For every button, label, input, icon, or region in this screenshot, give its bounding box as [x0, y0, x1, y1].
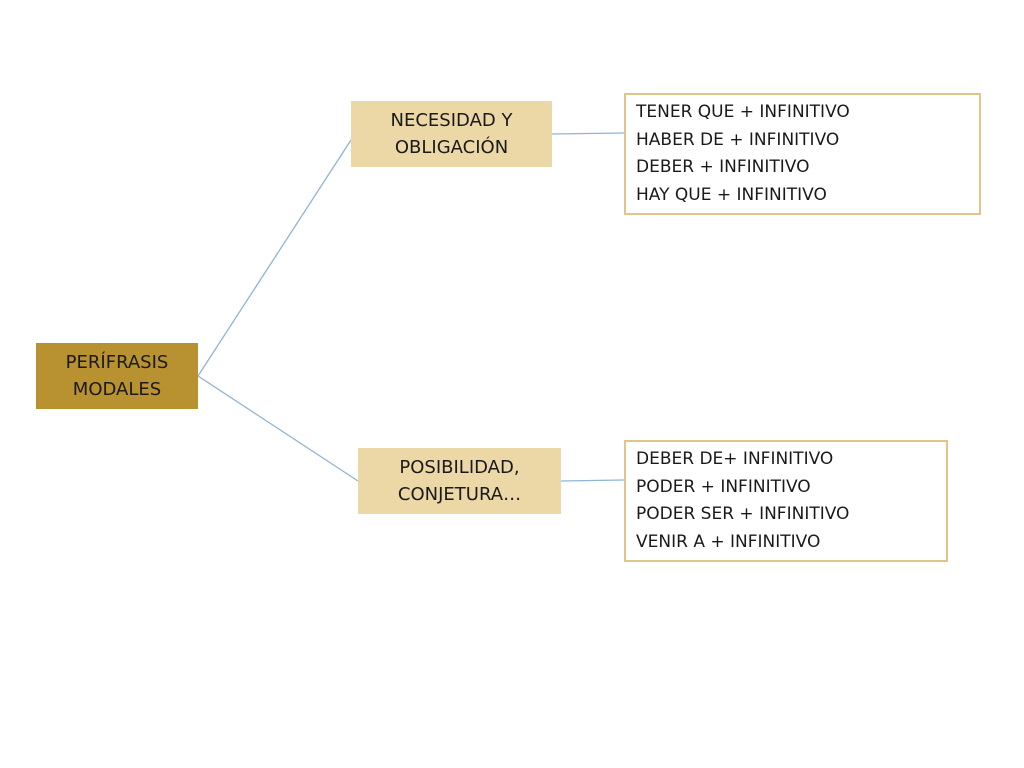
root-node-line-1: PERÍFRASIS — [65, 352, 169, 373]
list-item: HAY QUE + INFINITIVO — [636, 184, 827, 205]
list-item: TENER QUE + INFINITIVO — [636, 102, 850, 122]
category-necesidad-line-2: OBLIGACIÓN — [394, 137, 509, 158]
root-node-line-2: MODALES — [72, 379, 162, 400]
list-item: HABER DE + INFINITIVO — [636, 129, 840, 150]
category-posibilidad-line-2: CONJETURA… — [397, 484, 522, 505]
category-necesidad-line-1: NECESIDAD Y — [390, 110, 513, 131]
list-box-necesidad: TENER QUE + INFINITIVO HABER DE + INFINI… — [624, 93, 981, 215]
list-item: DEBER DE+ INFINITIVO — [636, 449, 834, 469]
category-posibilidad-line-1: POSIBILIDAD, — [399, 457, 520, 478]
connector-posibilidad-to-list — [560, 479, 625, 482]
list-item: VENIR A + INFINITIVO — [636, 531, 821, 552]
connector-necesidad-to-list — [551, 132, 625, 135]
list-item: PODER + INFINITIVO — [636, 476, 811, 497]
root-node-perifrasis-modales: PERÍFRASIS MODALES — [36, 343, 198, 409]
list-item: DEBER + INFINITIVO — [636, 157, 810, 177]
list-box-posibilidad: DEBER DE+ INFINITIVO PODER + INFINITIVO … — [624, 440, 948, 562]
list-item: PODER SER + INFINITIVO — [636, 504, 850, 524]
connector-root-to-posibilidad — [197, 375, 359, 482]
category-node-necesidad: NECESIDAD Y OBLIGACIÓN — [351, 101, 552, 167]
connector-root-to-necesidad — [197, 139, 352, 377]
category-node-posibilidad: POSIBILIDAD, CONJETURA… — [358, 448, 561, 514]
